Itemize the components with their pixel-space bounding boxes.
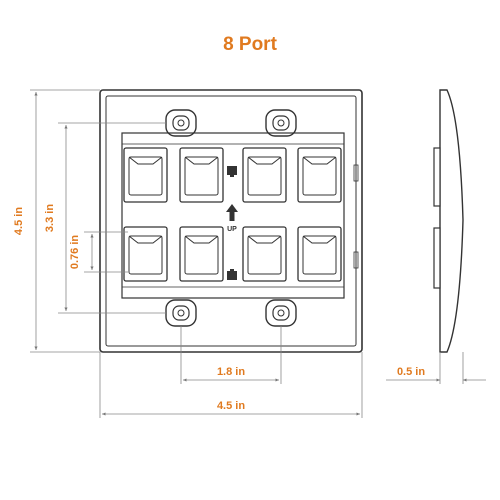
screw-spacing-label: 1.8 in [217,366,245,378]
depth-label: 0.5 in [397,366,425,378]
diagram-title: 8 Port [223,34,277,55]
screw-slot-top-right [265,109,297,137]
dimension-lines [30,89,486,418]
side-clip [353,164,359,182]
keystone-port-2 [179,147,224,203]
keystone-port-4 [297,147,342,203]
up-arrow-icon [226,204,238,221]
cat-mark-icon [227,166,237,177]
profile-tab [433,227,441,289]
keystone-frame [121,132,345,299]
keystone-port-7 [242,226,287,282]
keystone-port-6 [179,226,224,282]
keystone-ports [123,147,342,282]
plate-height-label: 4.5 in [13,207,25,235]
keystone-port-3 [242,147,287,203]
screw-span-label: 3.3 in [44,204,56,232]
keystone-port-1 [123,147,168,203]
profile-tab [433,147,441,207]
port-pitch-label: 0.76 in [69,235,81,270]
plate-inner-border [105,95,357,347]
side-profile [433,89,464,353]
keystone-port-8 [297,226,342,282]
side-clip [353,251,359,269]
front-plate: UP [99,89,363,353]
keystone-port-5 [123,226,168,282]
cat-mark-icon [227,269,237,280]
up-label: UP [227,226,237,233]
plate-width-label: 4.5 in [217,400,245,412]
